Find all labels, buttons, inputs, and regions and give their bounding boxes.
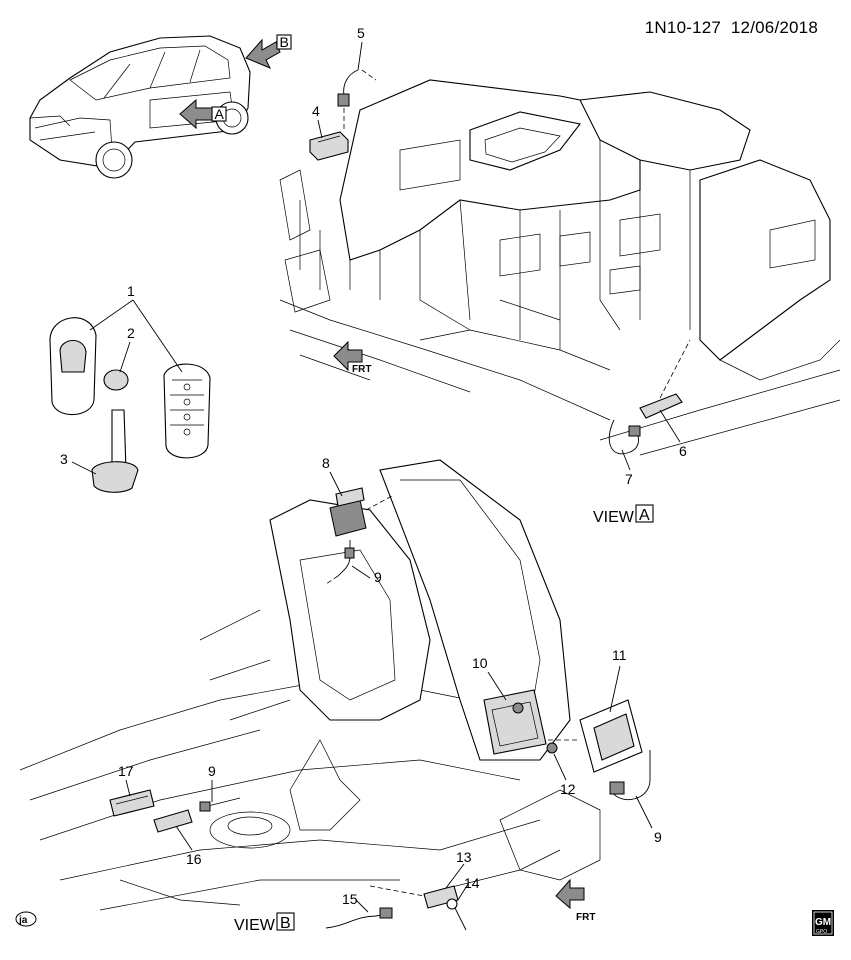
view-b-label: VIEW B [234,912,295,934]
callout-7: 7 [625,471,633,487]
callout-16: 16 [186,851,202,867]
view-a-drawing: FRT [279,69,841,456]
view-b-letter: B [280,915,291,932]
frt-label-view-b: FRT [576,912,595,923]
callout-13: 13 [456,849,472,865]
callout-5: 5 [357,25,365,41]
callout-10: 10 [472,655,488,671]
view-b-drawing: FRT [19,459,651,931]
arrow-a-letter: A [215,106,225,122]
gm-logo-text: GM [815,917,831,928]
key-fob-parts [49,317,211,493]
callout-1: 1 [127,283,135,299]
callout-2: 2 [127,325,135,341]
view-b-prefix: VIEW [234,917,276,934]
callout-3: 3 [60,451,68,467]
vehicle-illustration: A B [29,34,292,179]
callout-6: 6 [679,443,687,459]
callout-9-upper: 9 [374,569,382,585]
footer-code-badge: ja [15,911,37,927]
leader-lines [71,41,681,913]
diagram-code: 1N10-127 [644,18,722,37]
footer-code: ja [18,915,28,926]
callout-15: 15 [342,891,358,907]
callout-11: 11 [612,647,627,663]
callout-9-right: 9 [654,829,662,845]
callout-14: 14 [464,875,480,891]
callout-9-left: 9 [208,763,216,779]
view-a-prefix: VIEW [593,509,635,526]
gm-logo-sub: GPO [816,929,827,935]
view-a-label: VIEW A [593,504,654,526]
callout-17: 17 [118,763,134,779]
callout-8: 8 [322,455,330,471]
callout-numbers: 1 2 3 4 5 6 7 8 9 10 11 12 9 9 16 17 13 … [60,25,687,907]
callout-4: 4 [312,103,320,119]
frt-label-view-a: FRT [352,364,371,375]
callout-12: 12 [560,781,576,797]
arrow-b-letter: B [280,34,289,50]
diagram-header: 1N10-127 12/06/2018 [645,18,818,38]
diagram-date: 12/06/2018 [730,18,818,37]
gm-logo: GM GPO [812,910,834,936]
view-a-letter: A [639,507,650,524]
